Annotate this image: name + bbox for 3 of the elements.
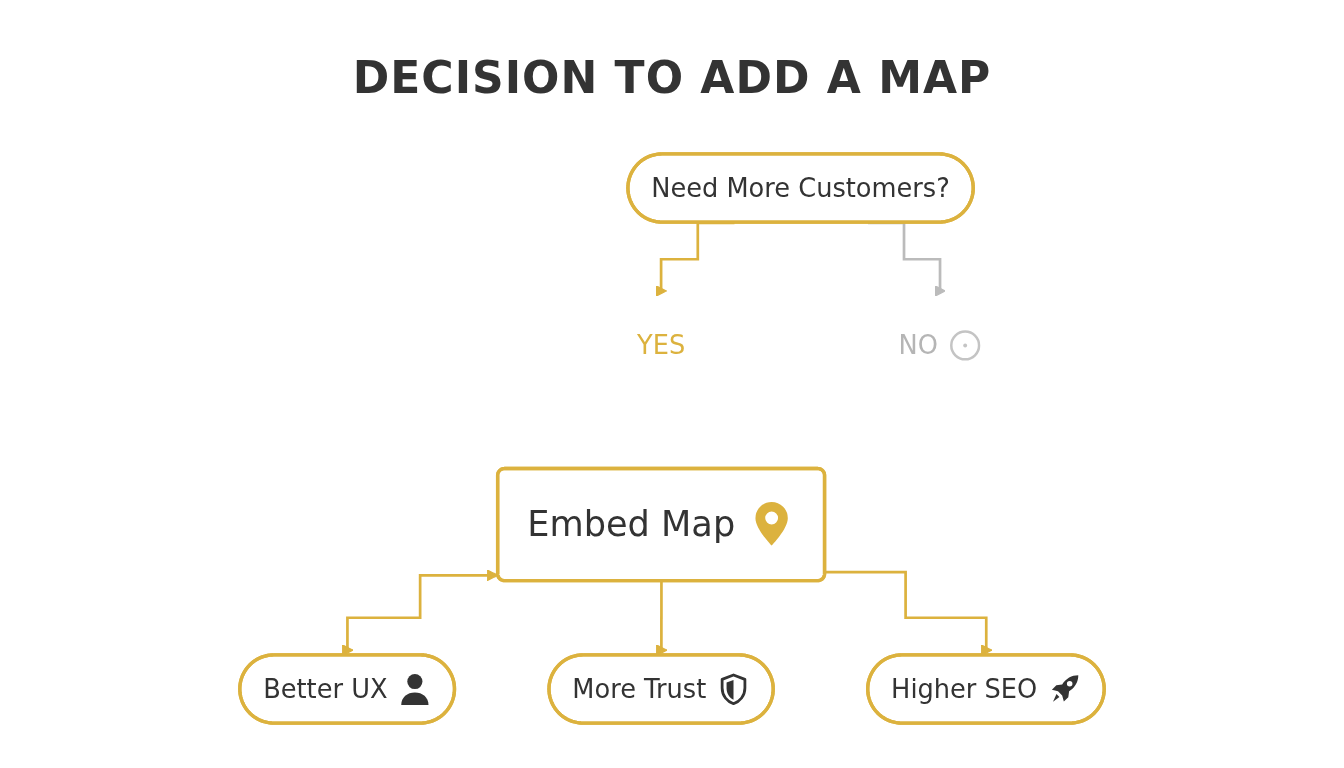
node-text: YES [637,329,686,360]
title: DECISION TO ADD A MAP [351,51,993,105]
node-label: NO [898,329,938,360]
